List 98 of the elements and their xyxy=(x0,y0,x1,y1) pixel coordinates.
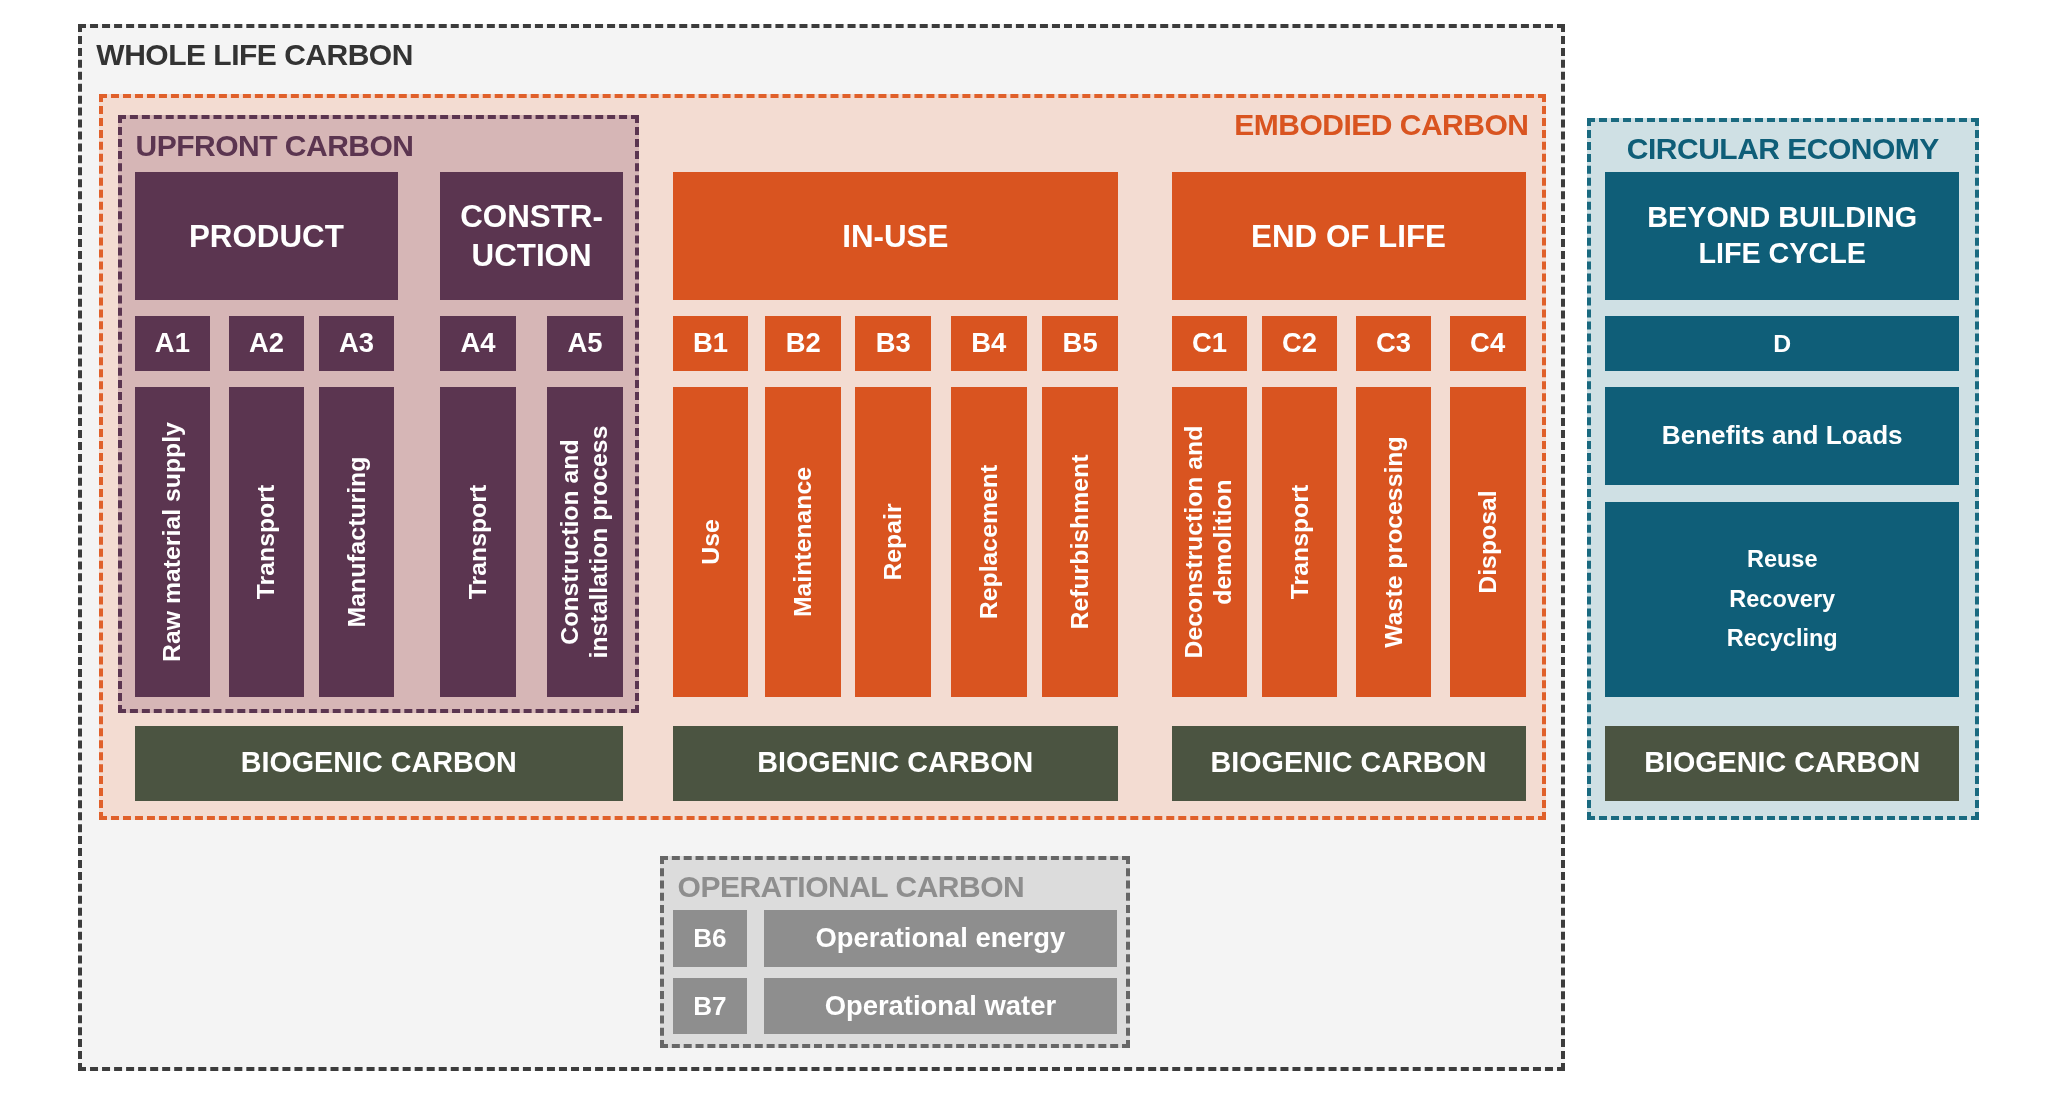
module-code: C2 xyxy=(1281,326,1319,361)
module-box xyxy=(855,386,932,698)
module-code-box xyxy=(672,316,749,371)
module-box xyxy=(1042,386,1118,698)
module-code: A5 xyxy=(566,326,604,361)
stage-label: IN-USE xyxy=(841,217,950,256)
stage-box xyxy=(134,726,623,801)
module-label: Operational energy xyxy=(814,921,1067,956)
module-code-box xyxy=(672,910,748,967)
module-label: Refurbishment xyxy=(1065,453,1094,632)
stage-label: BIOGENIC CARBON xyxy=(1209,745,1488,781)
module-code: C4 xyxy=(1469,326,1507,361)
module-box xyxy=(1605,501,1960,698)
module-code: C3 xyxy=(1375,326,1413,361)
module-code: B3 xyxy=(874,326,912,361)
module-label: Transport xyxy=(1285,483,1314,602)
module-box xyxy=(764,978,1117,1035)
stage-label: BIOGENIC CARBON xyxy=(239,745,518,781)
module-code-box xyxy=(547,316,623,371)
module-code-box xyxy=(855,316,932,371)
module-box xyxy=(318,386,395,698)
stage-label: BEYOND BUILDING LIFE CYCLE xyxy=(1646,200,1918,272)
module-code-box xyxy=(318,316,395,371)
module-box xyxy=(764,910,1117,967)
module-code-box xyxy=(672,978,748,1035)
group-panel xyxy=(1586,117,1979,821)
module-box xyxy=(1261,386,1338,698)
module-label: Manufacturing xyxy=(342,455,371,630)
stage-label: BIOGENIC CARBON xyxy=(756,745,1035,781)
module-label: Construction and installation process xyxy=(556,424,614,661)
module-label: Transport xyxy=(463,483,492,602)
module-code: B5 xyxy=(1061,326,1099,361)
group-heading: EMBODIED CARBON xyxy=(1234,108,1529,142)
module-box xyxy=(1449,386,1526,698)
group-heading: WHOLE LIFE CARBON xyxy=(96,37,413,72)
module-code: A3 xyxy=(338,326,376,361)
module-code: A1 xyxy=(153,326,191,361)
group-heading: OPERATIONAL CARBON xyxy=(677,869,1025,904)
group-panel xyxy=(78,23,1565,1071)
module-label: Waste processing xyxy=(1379,435,1408,650)
module-code-box xyxy=(1261,316,1338,371)
stage-label: BIOGENIC CARBON xyxy=(1643,745,1922,781)
stage-box xyxy=(1605,172,1960,301)
module-box xyxy=(950,386,1027,698)
stage-box xyxy=(440,172,623,301)
stage-box xyxy=(1605,726,1960,801)
module-code: B6 xyxy=(692,922,728,955)
module-code-box xyxy=(228,316,305,371)
module-label: Repair xyxy=(879,502,908,583)
module-box xyxy=(547,386,623,698)
group-heading: CIRCULAR ECONOMY xyxy=(1626,131,1939,166)
stage-box xyxy=(1171,172,1526,301)
group-panel xyxy=(117,114,639,714)
stage-box xyxy=(134,172,399,301)
module-box xyxy=(1605,386,1960,485)
module-code: D xyxy=(1772,328,1793,359)
module-code-box xyxy=(1355,316,1432,371)
module-box xyxy=(765,386,842,698)
stage-box xyxy=(672,172,1118,301)
module-code: B1 xyxy=(691,326,729,361)
module-box xyxy=(228,386,305,698)
group-panel xyxy=(659,855,1130,1048)
module-label: Transport xyxy=(252,483,281,602)
module-label: Replacement xyxy=(974,463,1003,622)
module-label: Reuse Recovery Recycling xyxy=(1725,544,1839,654)
module-code-box xyxy=(765,316,842,371)
stage-label: PRODUCT xyxy=(187,217,345,256)
module-code: C1 xyxy=(1190,326,1228,361)
module-code: B7 xyxy=(692,990,728,1023)
module-code: A4 xyxy=(459,326,497,361)
module-label: Use xyxy=(696,518,725,567)
stage-box xyxy=(672,726,1118,801)
stage-box xyxy=(1171,726,1526,801)
module-code-box xyxy=(134,316,211,371)
module-code-box xyxy=(440,316,516,371)
module-label: Maintenance xyxy=(788,465,817,620)
module-box xyxy=(672,386,749,698)
module-label: Raw material supply xyxy=(158,421,187,664)
module-code: B2 xyxy=(784,326,822,361)
module-label: Benefits and Loads xyxy=(1660,419,1904,452)
group-heading: UPFRONT CARBON xyxy=(135,128,414,163)
module-code: A2 xyxy=(247,326,285,361)
module-box xyxy=(440,386,516,698)
group-panel xyxy=(99,94,1547,821)
module-label: Disposal xyxy=(1473,489,1502,596)
module-label: Deconstruction and demolition xyxy=(1180,424,1238,661)
module-box xyxy=(134,386,211,698)
module-code: B4 xyxy=(970,326,1008,361)
module-code-box xyxy=(1605,316,1960,371)
module-box xyxy=(1355,386,1432,698)
module-code-box xyxy=(1171,316,1248,371)
module-code-box xyxy=(1449,316,1526,371)
module-box xyxy=(1171,386,1248,698)
module-code-box xyxy=(950,316,1027,371)
module-code-box xyxy=(1042,316,1118,371)
stage-label: END OF LIFE xyxy=(1250,217,1447,256)
module-label: Operational water xyxy=(823,989,1058,1024)
stage-label: CONSTR-UCTION xyxy=(459,198,604,276)
